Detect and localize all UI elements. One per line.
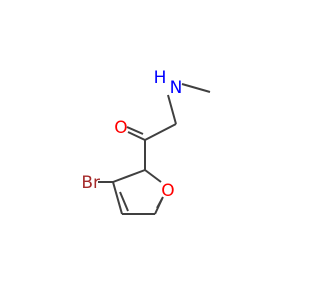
bond-carbonyl-ch2 bbox=[144, 123, 177, 141]
amine-hydrogen-label: H bbox=[154, 68, 167, 88]
bond-c2-c3 bbox=[112, 169, 146, 183]
carbonyl-oxygen-label: O bbox=[114, 118, 127, 138]
bond-o-c2 bbox=[144, 169, 162, 183]
bond-co-2 bbox=[126, 126, 144, 135]
ring-oxygen-label: O bbox=[161, 181, 174, 201]
bond-co-1 bbox=[127, 131, 146, 141]
structure-svg: Br O O H N bbox=[81, 68, 211, 215]
molecule-diagram: Br O O H N bbox=[81, 68, 211, 215]
bonds bbox=[98, 83, 211, 215]
bond-n-methyl bbox=[181, 83, 211, 93]
bond-ch2-n bbox=[167, 94, 177, 125]
bromine-label: Br bbox=[81, 173, 100, 193]
bond-c5-o-inner bbox=[156, 196, 164, 209]
amine-nitrogen-label: N bbox=[170, 78, 183, 98]
bond-c3-c4-inner bbox=[119, 191, 129, 212]
bond-c3-c4 bbox=[112, 181, 123, 215]
